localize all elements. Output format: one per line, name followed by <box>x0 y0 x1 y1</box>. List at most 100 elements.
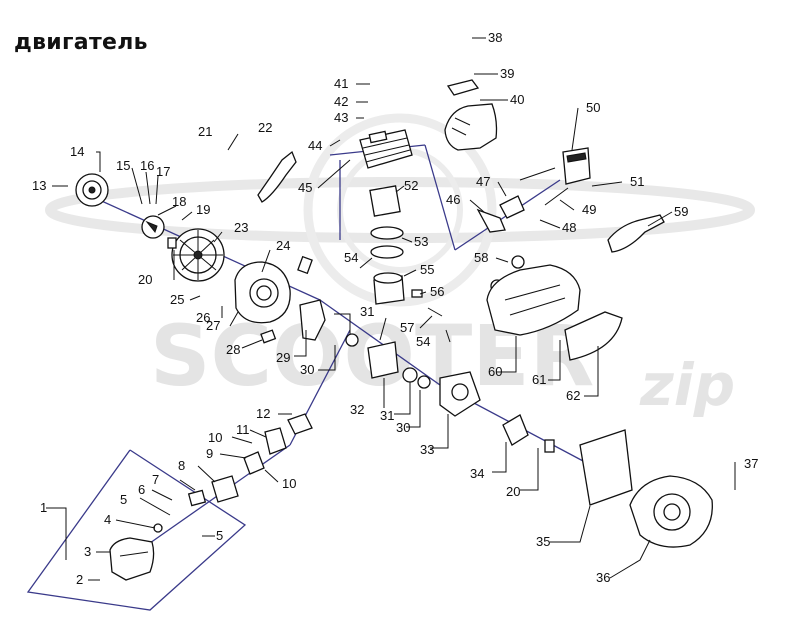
leader-lines <box>46 37 736 581</box>
pawl-hub-part <box>141 215 165 239</box>
callout-19: 19 <box>196 202 210 217</box>
filter-base-part <box>211 475 239 503</box>
callout-25: 25 <box>170 292 184 307</box>
callout-20: 20 <box>138 272 152 287</box>
callout-49: 49 <box>582 202 596 217</box>
callout-56: 56 <box>430 284 444 299</box>
mount-bracket-part <box>499 195 525 219</box>
callout-41: 41 <box>334 76 348 91</box>
watermark-script: zip <box>639 351 735 419</box>
callout-59: 59 <box>674 204 688 219</box>
callout-labels: 1 2 3 4 5 5 6 7 8 9 10 10 11 12 13 14 15… <box>32 30 758 587</box>
callout-13: 13 <box>32 178 46 193</box>
callout-60: 60 <box>488 364 502 379</box>
key-part <box>544 439 555 453</box>
callout-38: 38 <box>488 30 502 45</box>
callout-43: 43 <box>334 110 348 125</box>
heat-shield-part <box>476 208 506 233</box>
callout-3: 3 <box>84 544 91 559</box>
callout-35: 35 <box>536 534 550 549</box>
ignition-housing-part <box>234 255 313 324</box>
callout-44: 44 <box>308 138 322 153</box>
bearing-part <box>402 367 418 383</box>
callout-16: 16 <box>140 158 154 173</box>
callout-17: 17 <box>156 164 170 179</box>
callout-4: 4 <box>104 512 111 527</box>
shroud-part <box>564 311 623 361</box>
callout-61: 61 <box>532 372 546 387</box>
callout-31: 31 <box>360 304 374 319</box>
callout-58: 58 <box>474 250 488 265</box>
callout-31b: 31 <box>380 408 394 423</box>
gasket-part <box>369 185 401 217</box>
callout-28: 28 <box>226 342 240 357</box>
bearing-part <box>345 333 359 347</box>
carburetor-spacer-part <box>502 414 529 446</box>
callout-52: 52 <box>404 178 418 193</box>
callout-46: 46 <box>446 192 460 207</box>
page-title: двигатель <box>14 30 148 55</box>
tank-cap-part <box>511 255 525 269</box>
starter-pulley-part <box>75 173 109 207</box>
callout-55: 55 <box>420 262 434 277</box>
callout-21: 21 <box>198 124 212 139</box>
callout-8: 8 <box>178 458 185 473</box>
callout-22: 22 <box>258 120 272 135</box>
callout-12: 12 <box>256 406 270 421</box>
callout-30: 30 <box>300 362 314 377</box>
gasket-plate-part <box>579 429 633 506</box>
recoil-starter-part <box>629 475 713 548</box>
callout-27: 27 <box>206 318 220 333</box>
flywheel-part <box>171 228 225 282</box>
callout-54b: 54 <box>416 334 430 349</box>
bracket-part <box>257 150 297 203</box>
callout-24: 24 <box>276 238 290 253</box>
washer-part <box>153 523 163 533</box>
callout-5: 5 <box>120 492 127 507</box>
key-part <box>167 237 177 249</box>
callout-7: 7 <box>152 472 159 487</box>
callout-45: 45 <box>298 180 312 195</box>
circlip-part <box>427 307 443 317</box>
callout-1: 1 <box>40 500 47 515</box>
clip-part <box>260 329 277 344</box>
callout-51: 51 <box>630 174 644 189</box>
callout-10b: 10 <box>282 476 296 491</box>
piston-ring-part <box>370 245 404 259</box>
fuel-tank-part <box>486 264 581 336</box>
callout-9: 9 <box>206 446 213 461</box>
air-filter-cover-part <box>109 537 155 581</box>
callout-42: 42 <box>334 94 348 109</box>
ignition-coil-part <box>562 147 591 185</box>
crankshaft-part <box>367 317 399 379</box>
callout-62: 62 <box>566 388 580 403</box>
intake-part <box>287 413 313 435</box>
callout-23: 23 <box>234 220 248 235</box>
callout-20b: 20 <box>506 484 520 499</box>
piston-ring-part <box>370 226 404 240</box>
bolt-part <box>544 187 569 206</box>
engine-cover-part <box>444 103 498 151</box>
callout-14: 14 <box>70 144 84 159</box>
callout-6: 6 <box>138 482 145 497</box>
spacer-plate-part <box>243 451 265 475</box>
callout-34: 34 <box>470 466 484 481</box>
callout-57: 57 <box>400 320 414 335</box>
callout-53: 53 <box>414 234 428 249</box>
parts <box>75 79 713 581</box>
callout-2: 2 <box>76 572 83 587</box>
callout-26: 26 <box>196 310 210 325</box>
callout-18: 18 <box>172 194 186 209</box>
callout-32: 32 <box>350 402 364 417</box>
piston-part <box>373 272 405 305</box>
callout-47: 47 <box>476 174 490 189</box>
air-filter-part <box>187 489 207 507</box>
top-cover-small-part <box>446 79 480 96</box>
callout-48: 48 <box>562 220 576 235</box>
crankcase-part <box>439 371 481 417</box>
callout-40: 40 <box>510 92 524 107</box>
callout-29: 29 <box>276 350 290 365</box>
callout-10: 10 <box>208 430 222 445</box>
engine-mount-part <box>607 214 665 253</box>
